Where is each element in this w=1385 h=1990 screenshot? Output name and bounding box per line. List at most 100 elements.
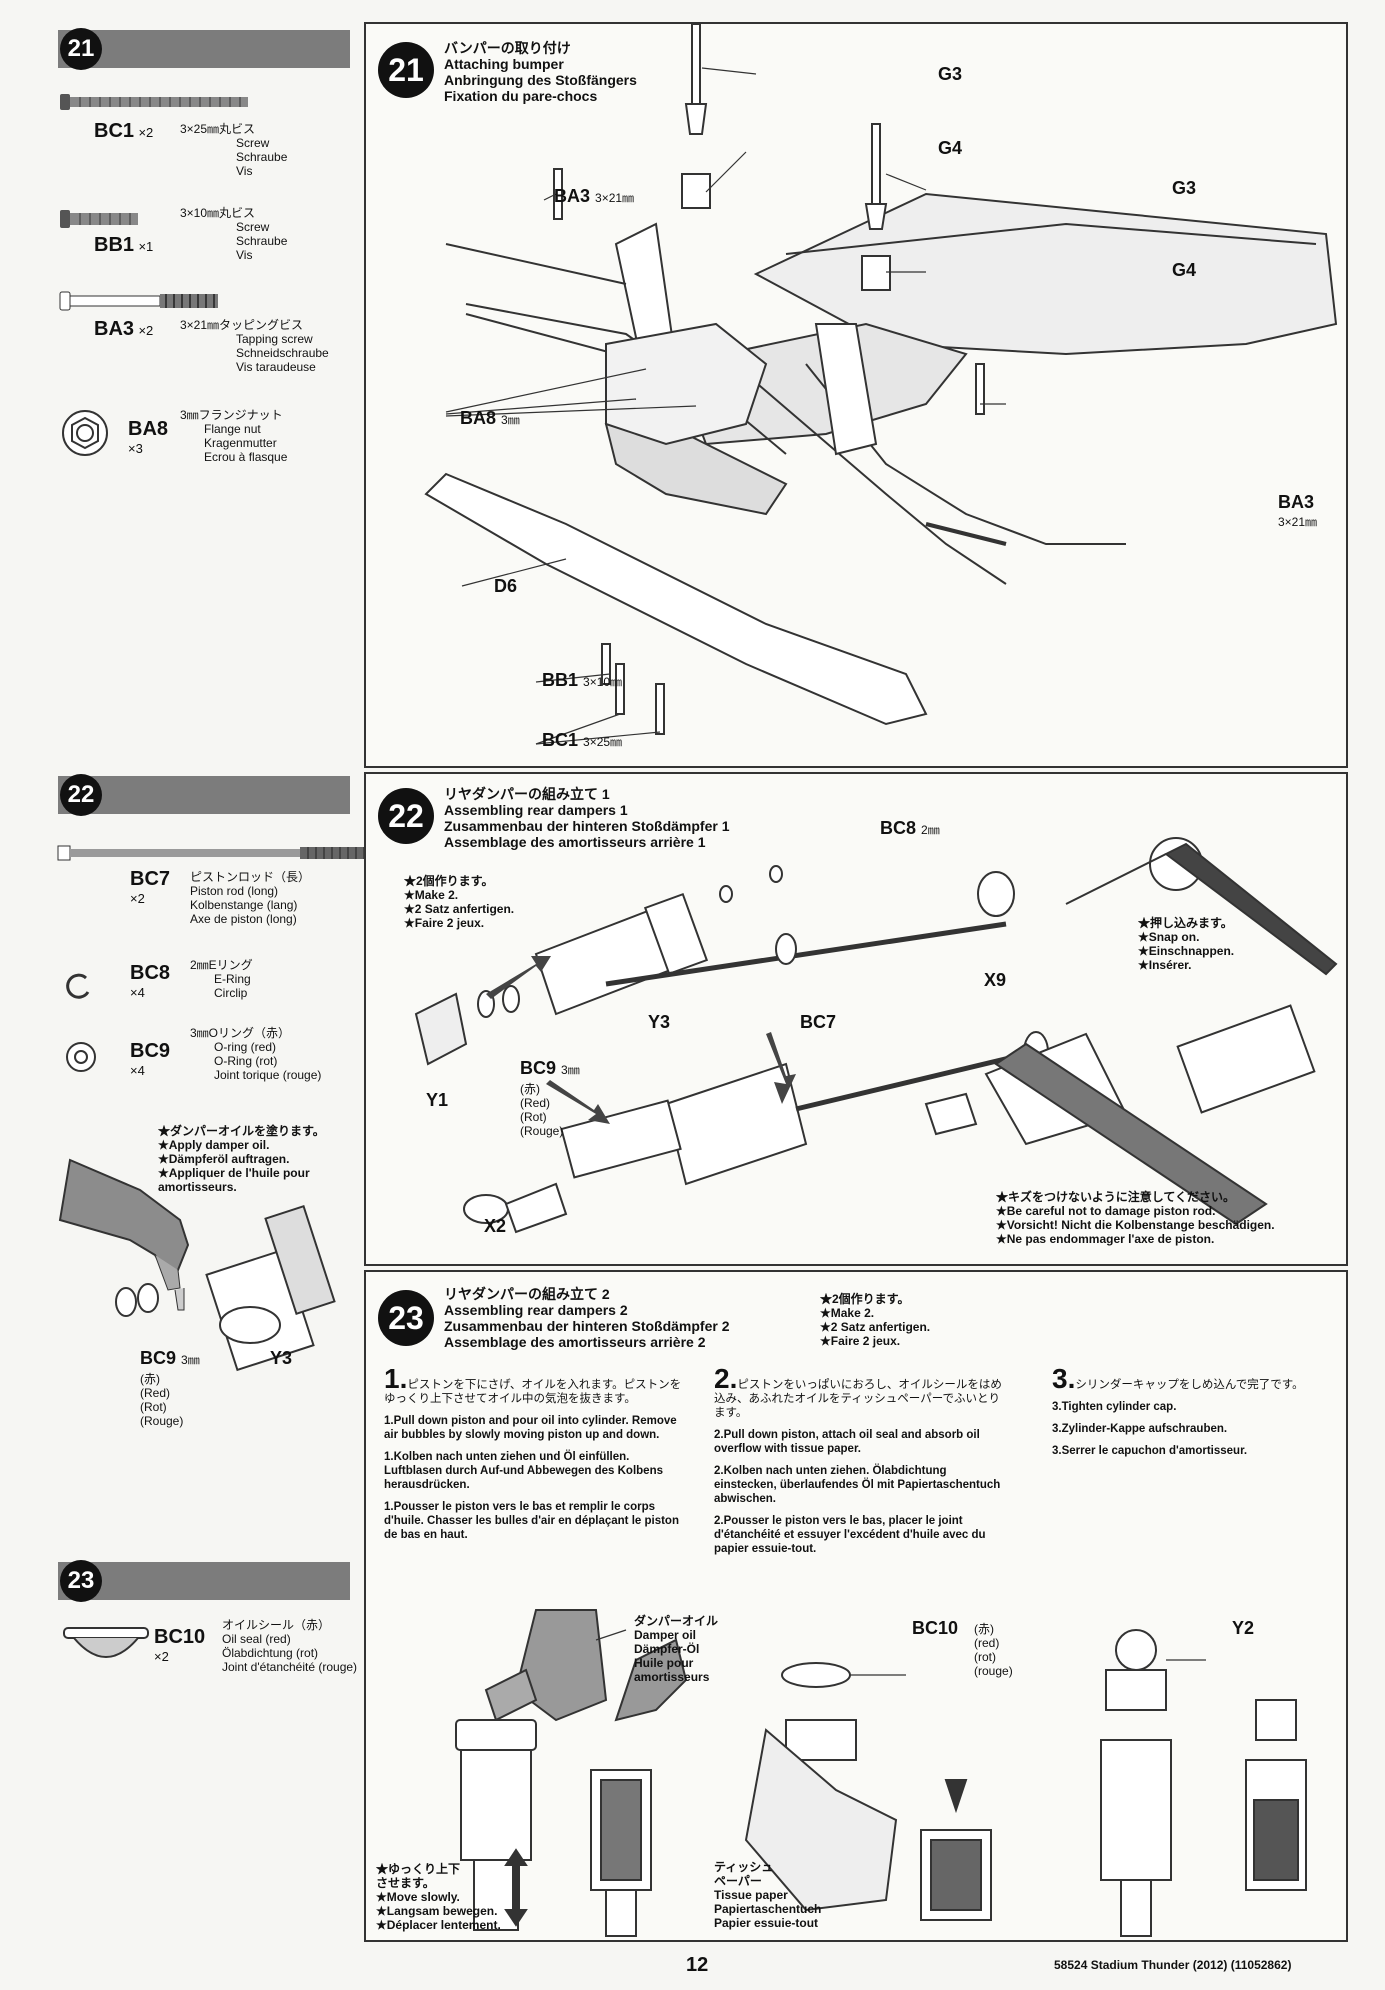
snap-note: ★押し込みます。★Snap on.★Einschnappen.★Insérer. [1138,916,1235,972]
desc-en: Piston rod (long) [190,884,279,898]
desc-en: Oil seal (red) [222,1632,291,1646]
part-code: BC9 [130,1040,171,1062]
label-bb1: BB1 3×10㎜ [542,670,623,690]
step-21-number: 21 [378,42,434,98]
e-ring-bc8-icon [66,973,90,999]
desc-en: Tapping screw [236,332,313,346]
oil-note-en: ★Apply damper oil. [158,1138,270,1152]
step-21-badge: 21 [60,28,102,70]
desc-jp: 3㎜Oリング（赤） [190,1026,291,1040]
bc9-color: (赤)(Red)(Rot)(Rouge) [140,1372,184,1428]
part-qty: ×2 [154,1649,169,1664]
part-bc9-desc: 3㎜Oリング（赤） O-ring (red) O-Ring (rot) Join… [190,1026,360,1082]
step-22-number: 22 [378,788,434,844]
part-code: BC8 [130,962,171,984]
step-22-make2: ★2個作ります。★Make 2.★2 Satz anfertigen.★Fair… [404,874,515,930]
bc10-color: (赤)(red)(rot)(rouge) [974,1622,1013,1678]
part-bc7-desc: ピストンロッド（長） Piston rod (long) Kolbenstang… [190,870,360,926]
title-fr: Assemblage des amortisseurs arrière 1 [444,834,706,850]
step-22-title: リヤダンパーの組み立て 1 Assembling rear dampers 1 … [444,786,730,850]
desc-de: Schneidschraube [236,346,329,360]
oil-note-de: ★Dämpferöl auftragen. [158,1152,290,1166]
title-de: Anbringung des Stoßfängers [444,72,637,88]
oil-note: ★ダンパーオイルを塗ります。 ★Apply damper oil. ★Dämpf… [158,1124,358,1194]
screw-ba3-icon [59,291,218,311]
part-qty: ×2 [130,891,145,906]
desc-jp: 3×21㎜タッピングビス [180,318,304,332]
desc-en: Screw [236,136,270,150]
oil-seal-bc10-icon [63,1627,149,1658]
label-g3-right: G3 [1172,178,1197,198]
part-bb1: BB1 ×1 [94,234,153,257]
title-en: Assembling rear dampers 1 [444,802,628,818]
label-bc8: BC8 2㎜ [880,818,940,838]
label-bc9: BC9 3㎜ [520,1058,580,1078]
instruction-column-2: 2.ピストンをいっぱいにおろし、オイルシールをはめ込み、あふれたオイルをティッシ… [714,1363,1002,1556]
part-code: BB1 [94,234,135,256]
desc-de: Kolbenstange (lang) [190,898,298,912]
label-d6: D6 [494,576,518,596]
o-ring-bc9-icon [66,1042,96,1072]
bc9-label: BC9 3㎜ [140,1348,200,1368]
title-jp: リヤダンパーの組み立て 2 [444,1286,610,1302]
label-bc10: BC10 [912,1618,959,1638]
part-bc7: BC7 ×2 [130,868,170,906]
desc-de: Schraube [236,234,288,248]
part-qty: ×2 [138,125,154,140]
part-bc8-desc: 2㎜Eリング E-Ring Circlip [190,958,360,1000]
desc-de: Circlip [214,986,248,1000]
screw-bb1-icon [60,210,138,228]
desc-de: Ölabdichtung (rot) [222,1646,319,1660]
part-qty: ×2 [138,323,154,338]
desc-de: Schraube [236,150,288,164]
footer-text: 58524 Stadium Thunder (2012) (11052862) [1054,1958,1292,1972]
rear-damper-exploded-diagram [414,837,1338,1234]
move-slowly-note: ★ゆっくり上下させます。★Move slowly.★Langsam bewege… [376,1862,501,1932]
step-23-title: リヤダンパーの組み立て 2 Assembling rear dampers 2 … [444,1286,730,1350]
label-y2: Y2 [1232,1618,1255,1638]
step-22-badge: 22 [60,774,102,816]
desc-jp: 2㎜Eリング [190,958,253,972]
desc-jp: ピストンロッド（長） [190,870,311,884]
part-bc10: BC10 ×2 [154,1626,205,1664]
desc-jp: 3㎜フランジナット [180,408,283,422]
step-21-title: バンパーの取り付け Attaching bumper Anbringung de… [444,40,637,104]
desc-jp: 3×25㎜丸ビス [180,122,256,136]
part-code: BC7 [130,868,171,890]
label-y3: Y3 [648,1012,671,1032]
title-de: Zusammenbau der hinteren Stoßdämpfer 1 [444,818,730,834]
step-23-number: 23 [378,1290,434,1346]
part-bc1-desc: 3×25㎜丸ビス Screw Schraube Vis [180,122,340,178]
title-de: Zusammenbau der hinteren Stoßdämpfer 2 [444,1318,730,1334]
part-code: BC10 [154,1626,206,1648]
desc-de: O-Ring (rot) [214,1054,278,1068]
damper-filling-diagram [455,1609,1307,1937]
title-fr: Fixation du pare-chocs [444,88,598,104]
label-g4-top: G4 [938,138,963,158]
desc-fr: Vis taraudeuse [236,360,316,374]
label-ba3-left: BA3 3×21㎜ [554,186,635,206]
careful-note: ★キズをつけないように注意してください。★Be careful not to d… [996,1190,1275,1246]
part-qty: ×3 [128,441,143,456]
part-ba8-desc: 3㎜フランジナット Flange nut Kragenmutter Ecrou … [180,408,340,464]
label-bc7: BC7 [800,1012,837,1032]
page-number: 12 [686,1954,709,1976]
screw-bc1-icon [60,94,248,110]
desc-jp: オイルシール（赤） [222,1618,331,1632]
part-bc10-desc: オイルシール（赤） Oil seal (red) Ölabdichtung (r… [222,1618,362,1674]
desc-fr: Joint d'étanchéité (rouge) [222,1660,358,1674]
label-y1: Y1 [426,1090,449,1110]
part-code: BA8 [128,418,169,440]
part-ba3-desc: 3×21㎜タッピングビス Tapping screw Schneidschrau… [180,318,360,374]
flange-nut-ba8-icon [62,410,108,456]
desc-en: Flange nut [204,422,261,436]
bc9-step22-color: (赤)(Red)(Rot)(Rouge) [520,1082,564,1138]
part-qty: ×4 [130,1063,145,1078]
desc-en: O-ring (red) [214,1040,277,1054]
title-en: Attaching bumper [444,56,564,72]
part-code: BC1 [94,120,135,142]
oil-note-fr: ★Appliquer de l'huile pour amortisseurs. [158,1166,310,1194]
